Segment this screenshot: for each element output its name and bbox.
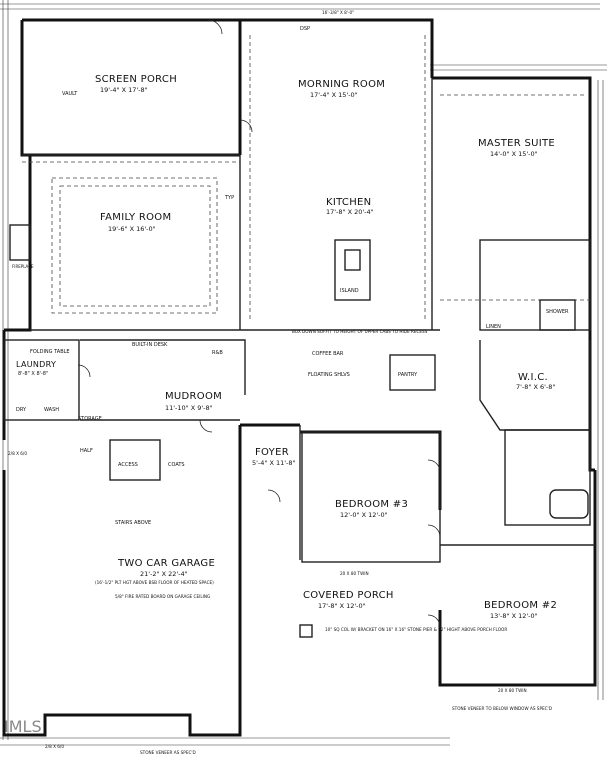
watermark: IMLS bbox=[4, 717, 42, 736]
label-pantry: PANTRY bbox=[398, 372, 418, 378]
room-name-master-suite: MASTER SUITE bbox=[478, 138, 555, 149]
label-vault: VAULT bbox=[62, 91, 78, 97]
room-name-bedroom2: BEDROOM #2 bbox=[484, 600, 557, 611]
room-name-garage: TWO CAR GARAGE bbox=[117, 558, 215, 569]
note-fire-board: 5/8" FIRE RATED BOARD ON GARAGE CEILING bbox=[115, 594, 210, 599]
label-rb: R&B bbox=[212, 350, 223, 356]
room-dim-laundry: 8'-8" X 8'-8" bbox=[18, 371, 48, 377]
label-stairs-above: STAIRS ABOVE bbox=[115, 520, 151, 526]
note-trim-1: 20 X 80 TWIN bbox=[340, 571, 369, 576]
label-coffee-bar: COFFEE BAR bbox=[312, 351, 344, 357]
room-dim-morning-room: 17'-4" X 15'-0" bbox=[310, 91, 358, 99]
label-built-in-desk: BUILT-IN DESK bbox=[132, 342, 168, 348]
note-box-down-soffit: BOX DOWN SOFFIT TO HEIGHT OF UPPER CABS … bbox=[292, 329, 428, 334]
note-top-dim: 16'-3/8" X 8'-0" bbox=[322, 10, 354, 15]
room-dim-wic: 7'-8" X 6'-8" bbox=[516, 383, 555, 391]
room-dim-covered-porch: 17'-8" X 12'-0" bbox=[318, 602, 366, 610]
room-name-family-room: FAMILY ROOM bbox=[100, 212, 171, 223]
note-porch-column: 10" SQ COL W/ BRACKET ON 16" X 16" STONE… bbox=[325, 627, 507, 632]
room-dim-foyer: 5'-4" X 11'-8" bbox=[252, 459, 296, 467]
room-dim-master-suite: 14'-0" X 15'-0" bbox=[490, 150, 538, 158]
room-dim-kitchen: 17'-8" X 20'-4" bbox=[326, 208, 374, 216]
label-typ: TYP bbox=[224, 195, 234, 201]
dashed-lines bbox=[22, 35, 590, 320]
label-floating-shelves: FLOATING SHLVS bbox=[308, 372, 350, 378]
room-name-laundry: LAUNDRY bbox=[16, 360, 56, 369]
note-stone-veneer-bottom: STONE VENEER AS SPEC'D bbox=[140, 750, 196, 755]
room-name-wic: W.I.C. bbox=[518, 372, 548, 383]
room-dim-garage: 21'-2" X 22'-4" bbox=[140, 570, 188, 578]
label-coats: COATS bbox=[168, 462, 185, 468]
shower-icon bbox=[539, 299, 576, 331]
note-garage: (16'-1/2" PLT HGT ABOVE BSB FLOOR OF HEA… bbox=[95, 580, 214, 585]
room-name-screen-porch: SCREEN PORCH bbox=[95, 74, 177, 85]
label-storage: STORAGE bbox=[78, 416, 102, 422]
room-dim-mudroom: 11'-10" X 9'-8" bbox=[165, 404, 213, 412]
door-swings bbox=[77, 19, 441, 628]
room-name-foyer: FOYER bbox=[255, 447, 289, 458]
tub-icon bbox=[549, 489, 589, 519]
label-fireplace: FIREPLACE bbox=[12, 264, 34, 269]
room-name-mudroom: MUDROOM bbox=[165, 391, 222, 402]
label-dry: DRY bbox=[16, 407, 27, 413]
label-wash: WASH bbox=[44, 407, 59, 413]
room-name-kitchen: KITCHEN bbox=[326, 197, 371, 208]
interior-walls bbox=[3, 78, 595, 563]
note-bottom-dim: 2/8 X 6/0 bbox=[45, 744, 64, 749]
label-access: ACCESS bbox=[118, 462, 138, 468]
label-half-bath: HALF bbox=[80, 448, 93, 454]
room-name-morning-room: MORNING ROOM bbox=[298, 79, 385, 90]
label-folding-table: FOLDING TABLE bbox=[30, 349, 70, 355]
fireplace-icon bbox=[9, 224, 31, 261]
label-island: ISLAND bbox=[340, 288, 359, 294]
room-name-covered-porch: COVERED PORCH bbox=[303, 590, 394, 601]
note-stone-veneer-right: STONE VENEER TO BELOW WINDOW AS SPEC'D bbox=[452, 706, 552, 711]
label-linen: LINEN bbox=[486, 324, 501, 330]
room-name-bedroom3: BEDROOM #3 bbox=[335, 499, 408, 510]
note-left-dim: 2/8 X 6/0 bbox=[8, 451, 27, 456]
note-trim-2: 20 X 80 TWIN bbox=[498, 688, 527, 693]
label-shower: SHOWER bbox=[546, 309, 569, 315]
room-dim-bedroom2: 13'-8" X 12'-0" bbox=[490, 612, 538, 620]
room-dim-bedroom3: 12'-0" X 12'-0" bbox=[340, 511, 388, 519]
sink bbox=[344, 249, 361, 271]
room-dim-screen-porch: 19'-4" X 17'-8" bbox=[100, 86, 148, 94]
label-dsp: DSP bbox=[300, 26, 310, 32]
porch-column-icon bbox=[299, 624, 313, 638]
room-dim-family-room: 19'-6" X 16'-0" bbox=[108, 225, 156, 233]
kitchen-island bbox=[334, 239, 371, 301]
